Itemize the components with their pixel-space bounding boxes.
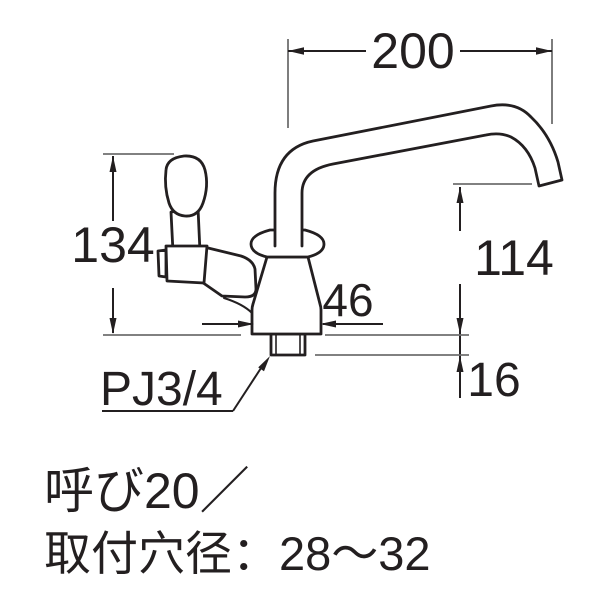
leader-line xyxy=(232,364,264,412)
dimension-thread-length: 16 xyxy=(315,334,521,407)
handle-knob xyxy=(164,154,208,218)
bonnet-fillet xyxy=(223,297,253,314)
dimension-spout-length: 200 xyxy=(287,23,553,128)
arrowhead-down xyxy=(109,318,117,334)
arrowhead-up xyxy=(456,356,464,372)
arrowhead-up xyxy=(456,187,464,203)
thread-type-label: PJ3/4 xyxy=(100,363,223,416)
arrowhead-right xyxy=(238,320,254,328)
dimension-base-width: 46 xyxy=(202,274,383,328)
arrowhead-left xyxy=(288,47,304,55)
faucet-outline xyxy=(156,103,564,357)
dimension-value-46: 46 xyxy=(322,274,373,326)
dimension-value-134: 134 xyxy=(71,217,154,273)
note-nominal-size: 呼び20／ xyxy=(44,463,250,519)
faucet-spout xyxy=(273,103,564,248)
arrowhead-down xyxy=(456,318,464,334)
thread-callout: PJ3/4 xyxy=(100,356,270,416)
arrowhead-left xyxy=(320,320,336,328)
dimension-value-16: 16 xyxy=(467,354,520,407)
note-mounting-hole: 取付穴径：28〜32 xyxy=(44,527,431,580)
dimension-value-200: 200 xyxy=(371,23,454,79)
faucet-body xyxy=(250,255,323,336)
leader-arrowhead xyxy=(258,356,270,372)
valve-bonnet xyxy=(197,245,258,299)
dimension-total-height: 134 xyxy=(71,153,241,336)
dimension-spout-height: 114 xyxy=(453,183,554,398)
handle-tab xyxy=(156,248,168,279)
dimension-value-114: 114 xyxy=(474,230,554,286)
arrowhead-up xyxy=(109,156,117,172)
arrowhead-right xyxy=(536,47,552,55)
notes: 呼び20／ 取付穴径：28〜32 xyxy=(44,463,431,580)
handle-socket xyxy=(164,244,209,285)
